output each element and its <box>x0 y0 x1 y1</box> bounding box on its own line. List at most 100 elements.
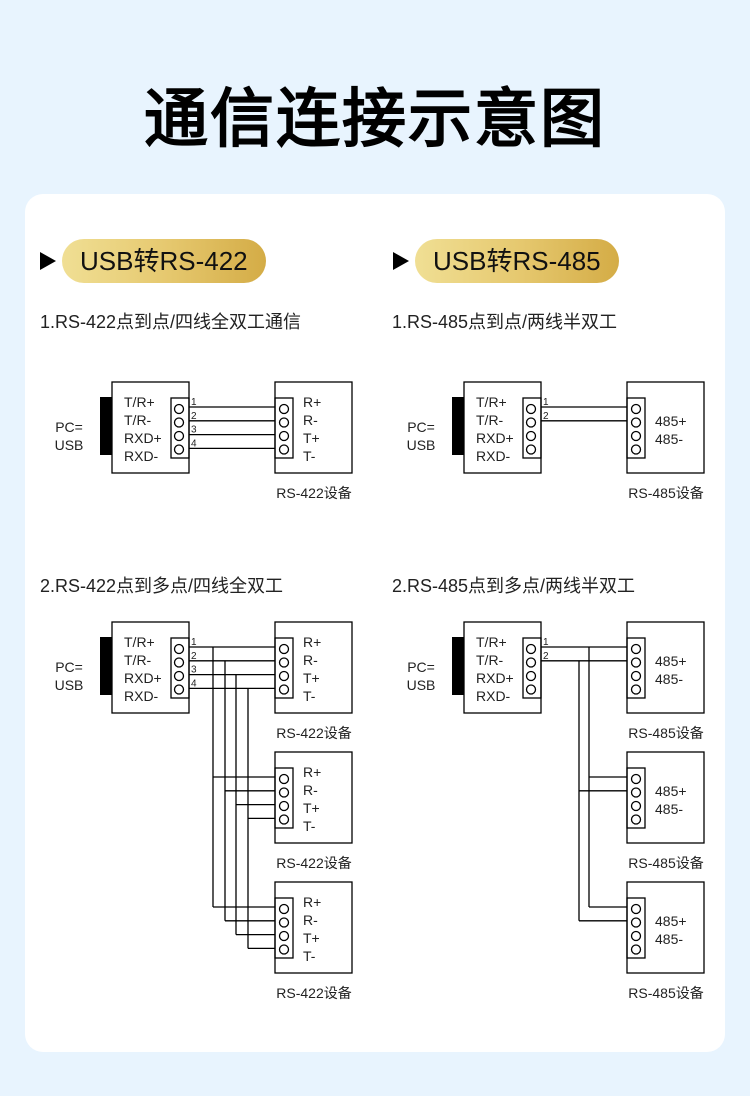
device-pin-label: R- <box>303 652 318 668</box>
diagram-title-rs422-p2p: 1.RS-422点到点/四线全双工通信 <box>40 312 302 332</box>
terminal-screw-icon <box>278 787 290 798</box>
terminal-screw-icon <box>630 670 642 682</box>
device-pin-label: T+ <box>303 930 320 946</box>
host-label-usb: USB <box>407 677 436 693</box>
device-pin-label: R+ <box>303 394 321 410</box>
host-terminal-block <box>170 637 190 699</box>
device-caption: RS-422设备 <box>276 485 351 501</box>
diagram-card <box>25 194 725 1052</box>
host-pin-label: RXD+ <box>476 670 514 686</box>
usb-plug-icon <box>100 637 112 695</box>
terminal-screw-icon <box>630 403 642 415</box>
device-pin-label: 485- <box>655 671 683 687</box>
host-label-pc: PC= <box>407 419 435 435</box>
device-caption: RS-485设备 <box>628 485 703 501</box>
device-pin-label: T- <box>303 448 316 464</box>
device-terminal-block <box>626 897 646 959</box>
wire-number: 1 <box>543 637 549 648</box>
terminal-screw-icon <box>278 684 290 695</box>
device-caption: RS-485设备 <box>628 855 703 871</box>
terminal-screw-icon <box>278 444 290 455</box>
device-pin-label: 485- <box>655 801 683 817</box>
device-terminal-block <box>274 897 294 959</box>
host-label-pc: PC= <box>55 419 83 435</box>
host-label-usb: USB <box>407 437 436 453</box>
terminal-screw-icon <box>278 903 290 915</box>
device-caption: RS-422设备 <box>276 985 351 1001</box>
host-label-pc: PC= <box>407 659 435 675</box>
usb-plug-icon <box>100 397 112 455</box>
host-terminal-block <box>170 397 190 459</box>
device-pin-label: R- <box>303 912 318 928</box>
terminal-screw-icon <box>278 814 290 825</box>
device-terminal-block <box>626 637 646 699</box>
device-pin-label: R- <box>303 782 318 798</box>
device-pin-label: R+ <box>303 764 321 780</box>
host-pin-label: RXD- <box>124 688 159 704</box>
host-label-pc: PC= <box>55 659 83 675</box>
terminal-screw-icon <box>173 417 185 428</box>
terminal-screw-icon <box>278 773 290 785</box>
terminal-screw-icon <box>278 930 290 942</box>
terminal-screw-icon <box>525 657 537 668</box>
device-terminal-block <box>626 767 646 829</box>
wire-number: 4 <box>191 678 197 689</box>
usb-plug-icon <box>452 397 464 455</box>
terminal-screw-icon <box>525 670 537 682</box>
section-pill-rs485: USB转RS-485 <box>415 239 619 283</box>
wire-number: 2 <box>191 411 197 422</box>
host-pin-label: RXD+ <box>124 430 162 446</box>
terminal-screw-icon <box>278 917 290 928</box>
diagram-title-rs422-multi: 2.RS-422点到多点/四线全双工 <box>40 576 284 596</box>
device-pin-label: T+ <box>303 670 320 686</box>
diagram-title-rs485-p2p: 1.RS-485点到点/两线半双工 <box>392 312 618 332</box>
terminal-screw-icon <box>525 430 537 442</box>
wire-number: 4 <box>191 438 197 449</box>
wire-number: 1 <box>191 637 197 648</box>
device-pin-label: 485+ <box>655 913 687 929</box>
terminal-screw-icon <box>173 670 185 682</box>
wire-number: 2 <box>543 411 549 422</box>
page-title: 通信连接示意图 <box>144 83 606 157</box>
host-pin-label: T/R+ <box>124 394 155 410</box>
device-pin-label: T- <box>303 688 316 704</box>
device-pin-label: R+ <box>303 894 321 910</box>
terminal-screw-icon <box>630 787 642 798</box>
host-pin-label: T/R- <box>476 412 504 428</box>
device-pin-label: 485+ <box>655 653 687 669</box>
terminal-screw-icon <box>278 430 290 442</box>
host-pin-label: T/R+ <box>476 634 507 650</box>
terminal-screw-icon <box>278 417 290 428</box>
wire-number: 3 <box>191 425 197 436</box>
host-pin-label: T/R- <box>476 652 504 668</box>
device-terminal-block <box>626 397 646 459</box>
host-label-usb: USB <box>55 677 84 693</box>
terminal-screw-icon <box>173 403 185 415</box>
play-triangle-icon <box>393 252 409 270</box>
device-pin-label: T+ <box>303 800 320 816</box>
terminal-screw-icon <box>630 930 642 942</box>
wire-number: 3 <box>191 665 197 676</box>
section-header-rs485: USB转RS-485 <box>393 239 619 283</box>
device-caption: RS-422设备 <box>276 855 351 871</box>
terminal-screw-icon <box>278 944 290 955</box>
device-pin-label: T+ <box>303 430 320 446</box>
section-header-rs422: USB转RS-422 <box>40 239 266 283</box>
device-pin-label: 485- <box>655 931 683 947</box>
terminal-screw-icon <box>173 430 185 442</box>
host-pin-label: RXD+ <box>124 670 162 686</box>
device-pin-label: 485+ <box>655 413 687 429</box>
diagram-title-rs485-multi: 2.RS-485点到多点/两线半双工 <box>392 576 636 596</box>
host-pin-label: T/R- <box>124 412 152 428</box>
terminal-screw-icon <box>278 643 290 655</box>
host-pin-label: RXD- <box>476 688 511 704</box>
wire-number: 1 <box>191 397 197 408</box>
terminal-screw-icon <box>173 657 185 668</box>
terminal-screw-icon <box>630 917 642 928</box>
device-pin-label: T- <box>303 818 316 834</box>
terminal-screw-icon <box>630 684 642 695</box>
terminal-screw-icon <box>630 814 642 825</box>
terminal-screw-icon <box>278 403 290 415</box>
terminal-screw-icon <box>525 444 537 455</box>
